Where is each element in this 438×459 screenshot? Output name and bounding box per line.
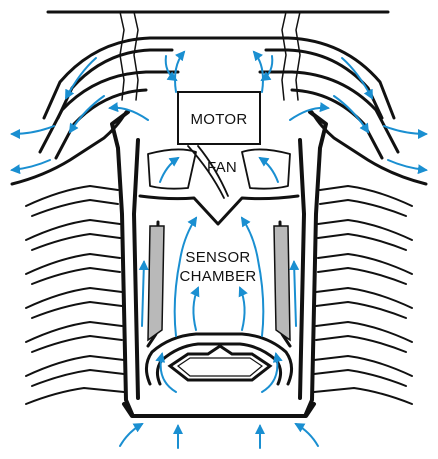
airflow-fan-left bbox=[159, 156, 180, 183]
airflow-baffle-right bbox=[289, 102, 330, 121]
sensor-element bbox=[167, 344, 273, 382]
airflow-side-left-1 bbox=[10, 125, 55, 139]
airflow-arrows bbox=[10, 50, 428, 449]
mounting-posts bbox=[119, 11, 301, 101]
motor-label: MOTOR bbox=[190, 111, 247, 128]
right-cooling-fins bbox=[313, 185, 413, 405]
airflow-chamber-inner-right bbox=[238, 286, 248, 331]
fan-shroud bbox=[138, 194, 300, 226]
airflow-sensor-left bbox=[155, 352, 177, 393]
airflow-inlet-4 bbox=[294, 423, 319, 447]
airflow-curl-right bbox=[260, 55, 274, 82]
airflow-exhaust-mid-left bbox=[68, 95, 105, 134]
airflow-side-right-2 bbox=[387, 159, 428, 175]
airflow-chamber-right bbox=[240, 216, 265, 337]
airflow-inlet-1 bbox=[119, 423, 144, 447]
left-filter bbox=[147, 225, 165, 342]
airflow-sensor-right bbox=[261, 352, 283, 393]
sensor-chamber-label-line1: SENSOR bbox=[185, 249, 250, 266]
airflow-filter-left bbox=[138, 260, 149, 327]
airflow-exhaust-upper-right bbox=[341, 57, 373, 100]
sensor-chamber-label-line2: CHAMBER bbox=[179, 268, 256, 285]
fan-label: FAN bbox=[207, 159, 237, 176]
right-filter bbox=[273, 225, 291, 342]
airflow-chamber-left bbox=[173, 216, 198, 337]
airflow-curl-left bbox=[164, 55, 178, 82]
airflow-exhaust-mid-right bbox=[333, 95, 370, 134]
motor-block bbox=[177, 91, 261, 145]
fan-blades bbox=[147, 145, 291, 199]
left-cooling-fins bbox=[25, 185, 125, 405]
airflow-top-left bbox=[174, 50, 186, 93]
central-housing bbox=[110, 110, 328, 416]
base-plate bbox=[122, 402, 316, 418]
airflow-side-left-2 bbox=[10, 159, 51, 175]
airflow-side-right-1 bbox=[383, 125, 428, 139]
airflow-fan-right bbox=[258, 156, 279, 183]
airflow-exhaust-upper-left bbox=[65, 57, 97, 100]
airflow-filter-right bbox=[289, 260, 300, 327]
lower-cover-ring bbox=[10, 110, 428, 186]
airflow-top-right bbox=[252, 50, 264, 93]
airflow-baffle-left bbox=[108, 102, 149, 121]
airflow-chamber-inner-left bbox=[190, 286, 200, 331]
inlet-chamber bbox=[145, 332, 293, 386]
